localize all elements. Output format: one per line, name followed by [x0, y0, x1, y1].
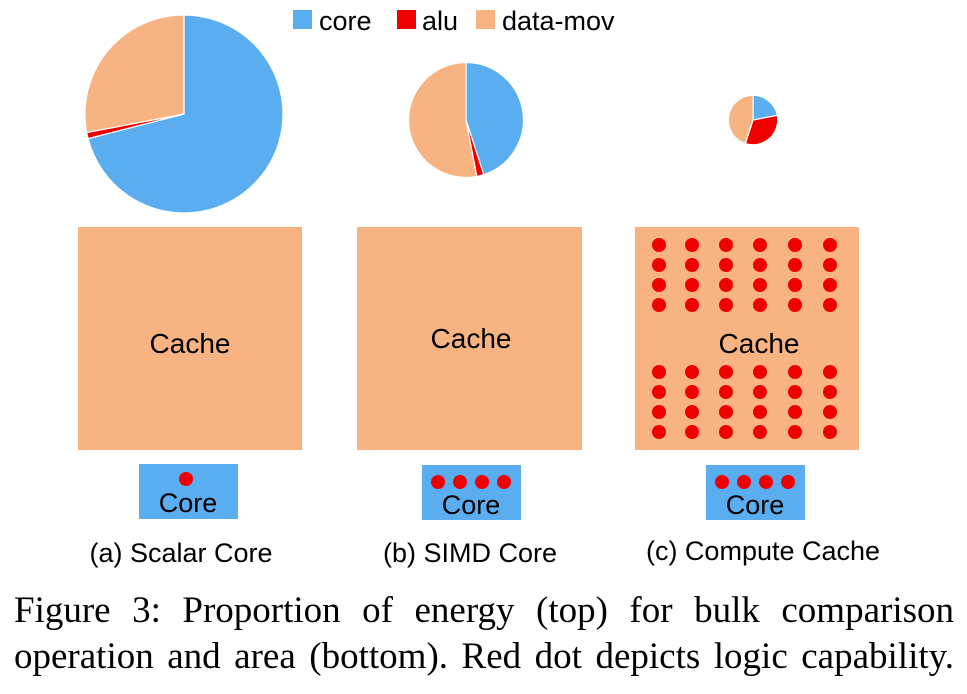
logic-dot — [685, 298, 699, 312]
figure-caption: Figure 3: Proportion of energy (top) for… — [14, 588, 954, 680]
logic-dot — [788, 385, 802, 399]
pie-slice-alu — [744, 114, 779, 146]
legend-swatch-data-mov — [476, 10, 495, 29]
logic-dot — [737, 475, 751, 489]
legend-label-data-mov: data-mov — [502, 6, 615, 36]
legend: core alu data-mov — [293, 6, 615, 36]
cache-block — [635, 227, 859, 450]
core-block — [706, 465, 805, 520]
panel-caption: (b) SIMD Core — [383, 538, 557, 568]
logic-dot — [753, 298, 767, 312]
logic-dot — [753, 278, 767, 292]
logic-dot — [453, 475, 467, 489]
logic-dot — [719, 425, 733, 439]
logic-dot — [652, 298, 666, 312]
logic-dot — [823, 365, 837, 379]
logic-dot — [823, 278, 837, 292]
energy-pie-simd-core — [408, 61, 524, 178]
logic-dot — [685, 405, 699, 419]
logic-dot — [823, 405, 837, 419]
logic-dot — [788, 425, 802, 439]
logic-dot — [788, 238, 802, 252]
figure-caption-line-2: operation and area (bottom). Red dot dep… — [14, 636, 954, 677]
logic-dot — [781, 475, 795, 489]
logic-dot — [685, 258, 699, 272]
panel-scalar-core: Cache Core (a) Scalar Core — [78, 227, 302, 568]
panel-caption: (a) Scalar Core — [89, 538, 272, 568]
logic-dot — [685, 238, 699, 252]
logic-dot — [753, 258, 767, 272]
cache-label: Cache — [719, 328, 800, 359]
core-block — [422, 465, 521, 520]
logic-dot — [652, 278, 666, 292]
logic-dot — [685, 278, 699, 292]
logic-dot — [823, 385, 837, 399]
logic-dot — [685, 425, 699, 439]
cache-label: Cache — [431, 323, 512, 354]
logic-dot — [788, 405, 802, 419]
logic-dot — [652, 365, 666, 379]
panel-caption: (c) Compute Cache — [646, 536, 880, 566]
logic-dot — [753, 365, 767, 379]
logic-dot — [759, 475, 773, 489]
logic-dot — [715, 475, 729, 489]
cache-block — [357, 227, 582, 450]
logic-dot — [652, 405, 666, 419]
core-logic-dots — [179, 472, 193, 486]
pie-slice-core — [87, 14, 284, 214]
legend-label-alu: alu — [422, 6, 458, 36]
logic-dot — [497, 475, 511, 489]
legend-swatch-alu — [397, 10, 416, 29]
pie-slice-core — [752, 94, 779, 121]
logic-dot — [719, 365, 733, 379]
logic-dot — [788, 258, 802, 272]
logic-dot — [719, 278, 733, 292]
core-logic-dots — [431, 475, 511, 489]
cache-label: Cache — [150, 328, 231, 359]
logic-dot — [652, 258, 666, 272]
pie-slice-data-mov — [84, 14, 185, 134]
figure-caption-line-1: Figure 3: Proportion of energy (top) for… — [14, 590, 954, 631]
logic-dot — [652, 425, 666, 439]
core-label: Core — [159, 488, 218, 518]
logic-dot — [431, 475, 445, 489]
legend-label-core: core — [319, 6, 372, 36]
core-logic-dots — [715, 475, 795, 489]
logic-dot — [685, 385, 699, 399]
logic-dot — [753, 238, 767, 252]
core-label: Core — [442, 490, 501, 520]
logic-dot — [179, 472, 193, 486]
logic-dot — [685, 365, 699, 379]
logic-dot — [823, 425, 837, 439]
legend-swatch-core — [293, 10, 312, 29]
pie-slice-core — [465, 61, 524, 176]
logic-dot — [475, 475, 489, 489]
logic-dot — [753, 385, 767, 399]
panel-simd-core: Cache Core (b) SIMD Core — [357, 227, 582, 568]
logic-dot — [719, 405, 733, 419]
logic-dot — [719, 258, 733, 272]
energy-pie-compute-cache — [727, 94, 779, 146]
logic-dot — [823, 298, 837, 312]
core-label: Core — [726, 490, 785, 520]
cache-block — [78, 227, 302, 450]
pie-slice-data-mov — [727, 94, 754, 145]
logic-dot — [719, 298, 733, 312]
logic-dot — [823, 258, 837, 272]
logic-dot — [753, 425, 767, 439]
logic-dot — [719, 238, 733, 252]
logic-dot — [823, 238, 837, 252]
energy-pie-scalar-core — [84, 14, 284, 214]
panel-compute-cache: Cache Core (c) Compute Cache — [635, 227, 880, 566]
logic-dot — [788, 278, 802, 292]
pie-slice-data-mov — [408, 61, 478, 178]
logic-dot — [753, 405, 767, 419]
logic-dot — [788, 365, 802, 379]
cache-logic-dots — [652, 238, 837, 439]
logic-dot — [652, 238, 666, 252]
logic-dot — [652, 385, 666, 399]
logic-dot — [719, 385, 733, 399]
logic-dot — [788, 298, 802, 312]
